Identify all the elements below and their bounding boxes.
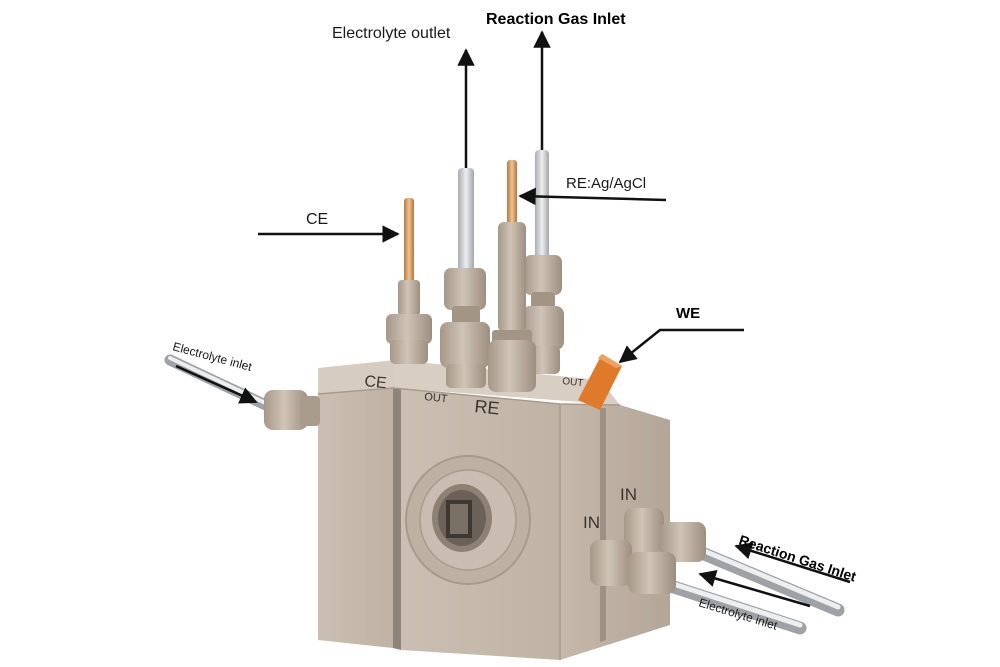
electrolyte-outlet-fitting — [440, 168, 490, 388]
engraving-in-left: IN — [583, 513, 600, 532]
label-re-ag-agcl: RE:Ag/AgCl — [566, 175, 646, 192]
callout-arrows — [175, 30, 851, 608]
we-electrode — [578, 354, 622, 410]
arrow-electrolyte-inlet-right — [698, 569, 811, 608]
engraving-re: RE — [474, 396, 501, 419]
label-ce: CE — [306, 211, 328, 228]
arrow-re — [518, 187, 667, 206]
label-we: WE — [676, 305, 700, 322]
engraving-out-right: OUT — [562, 376, 584, 389]
electrolyte-inlet-right-fitting — [590, 540, 807, 635]
reaction-gas-inlet-right-fitting — [624, 508, 845, 617]
engraving-out-left: OUT — [424, 391, 449, 405]
label-electrolyte-outlet: Electrolyte outlet — [332, 25, 451, 42]
front-window — [405, 455, 531, 585]
engraving-in-right: IN — [620, 485, 637, 504]
arrow-we — [618, 328, 744, 364]
engraving-ce: CE — [364, 373, 388, 392]
arrow-electrolyte-inlet-left — [175, 364, 258, 404]
re-electrode — [488, 160, 536, 392]
ce-electrode — [386, 198, 432, 364]
arrow-reaction-gas-inlet-right — [734, 542, 851, 584]
label-reaction-gas-inlet-top: Reaction Gas Inlet — [486, 11, 626, 28]
